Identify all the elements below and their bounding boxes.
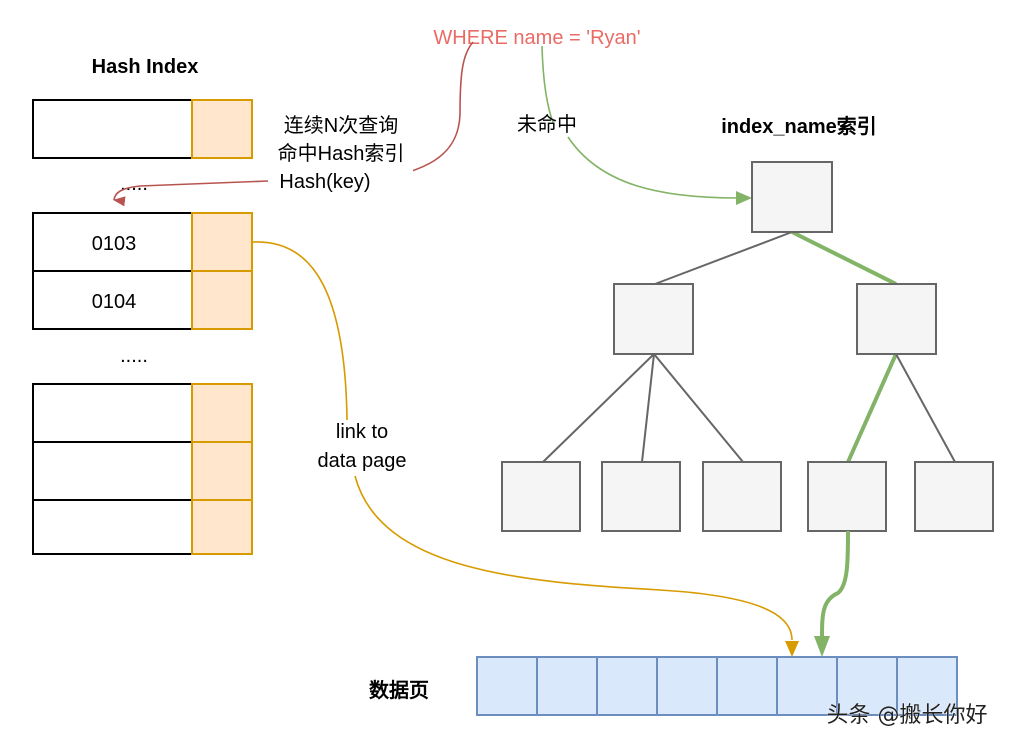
query-text: WHERE name = 'Ryan' [433, 27, 640, 49]
miss-label: 未命中 [517, 113, 577, 136]
btree-internal-node [613, 283, 694, 355]
hash-bucket-row [32, 441, 253, 501]
hash-pointer-cell [191, 499, 253, 555]
ellipsis-top: ..... [120, 173, 148, 195]
miss-arrow-lower [567, 136, 739, 199]
ellipsis-mid: ..... [120, 345, 148, 367]
link-curve-lower [354, 475, 793, 641]
hash-bucket-row [32, 499, 253, 555]
data-page [476, 656, 958, 716]
data-page-cell [476, 656, 538, 716]
data-page-cell [896, 656, 958, 716]
link-label-line2: data page [318, 450, 407, 472]
miss-arrow-upper [541, 45, 555, 126]
hash-pointer-cell [191, 212, 253, 272]
link-arrow-head [785, 641, 799, 657]
watermark-text: 头条 @搬长你好 [827, 703, 988, 728]
hash-bucket-group-3 [32, 383, 253, 555]
btree-edges [542, 230, 956, 463]
btree-root-node [751, 161, 833, 233]
hash-hit-line1: 连续N次查询 [284, 114, 398, 137]
leaf-to-page-arrow-head [814, 636, 830, 657]
hash-bucket-group-2: 0103 0104 [32, 212, 253, 330]
hash-bucket-row [32, 99, 253, 159]
btree-title: index_name索引 [721, 114, 877, 138]
hash-pointer-cell [191, 441, 253, 501]
hash-index-title: Hash Index [92, 56, 199, 78]
hash-bucket-row [32, 383, 253, 443]
data-page-cell [536, 656, 598, 716]
btree-leaf-node [501, 461, 581, 532]
search-path-edge [791, 230, 897, 286]
hash-bucket-row: 0104 [32, 270, 253, 330]
hash-bucket-group-1 [32, 99, 253, 159]
data-page-cell [716, 656, 778, 716]
hash-hit-line2: 命中Hash索引 [278, 142, 405, 165]
link-label-line1: link to [336, 421, 388, 443]
leaf-to-page-arrow [820, 530, 850, 641]
btree-leaf-node [914, 461, 994, 532]
miss-arrow-head [736, 191, 752, 205]
hash-hit-line3: Hash(key) [279, 171, 370, 193]
btree-leaf-node [807, 461, 887, 532]
hash-pointer-cell [191, 270, 253, 330]
hash-bucket-row: 0103 [32, 212, 253, 272]
hash-key-text: 0104 [92, 291, 137, 313]
btree-leaf-node [601, 461, 681, 532]
hash-pointer-cell [191, 99, 253, 159]
hash-hit-label-bg [268, 110, 413, 196]
btree-internal-node [856, 283, 937, 355]
hash-key-text: 0103 [92, 233, 137, 255]
data-page-title: 数据页 [369, 678, 429, 702]
data-page-cell [776, 656, 838, 716]
data-page-cell [656, 656, 718, 716]
search-path-edge [846, 353, 898, 463]
hash-pointer-cell [191, 383, 253, 443]
link-curve-upper [252, 241, 348, 421]
data-page-cell [596, 656, 658, 716]
btree-leaf-node [702, 461, 782, 532]
hash-hit-arrow-head [113, 180, 269, 207]
